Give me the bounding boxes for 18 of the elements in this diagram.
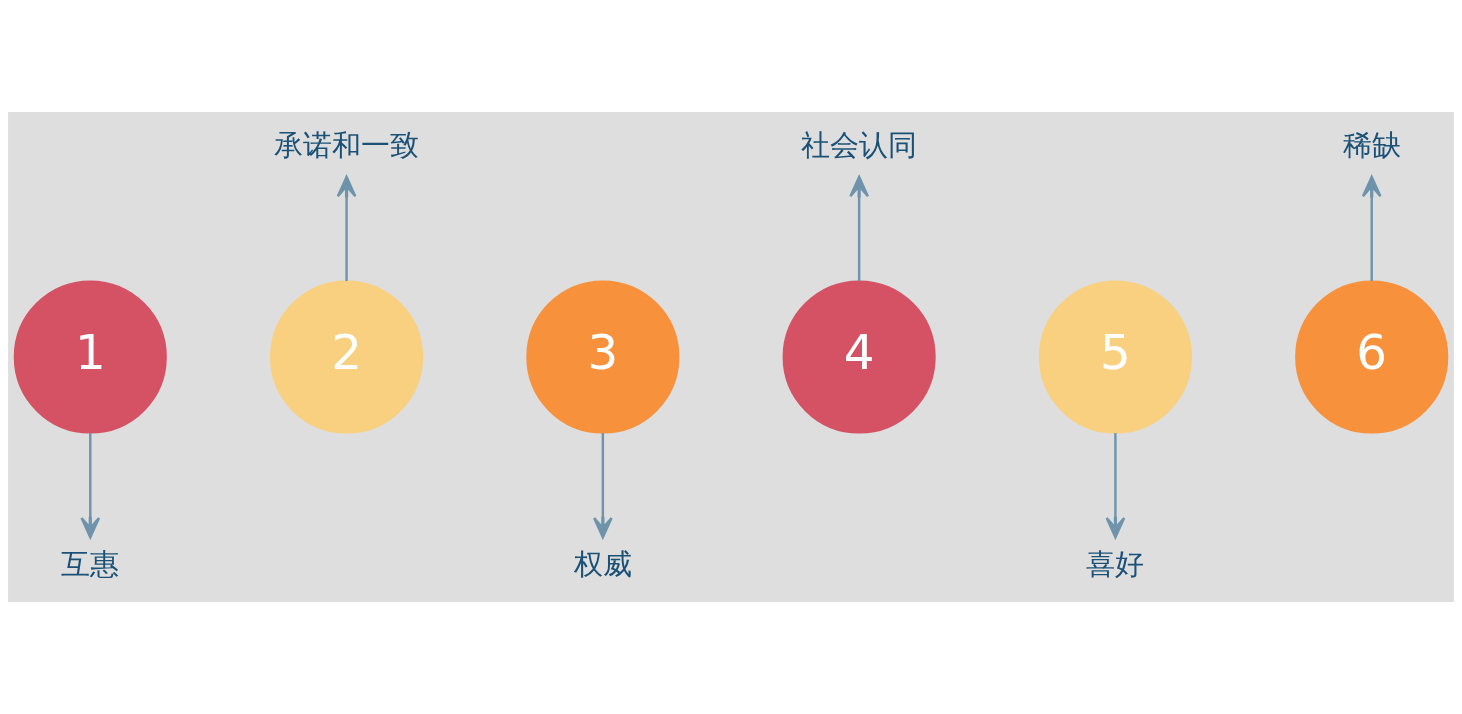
node-circle: 3 — [526, 280, 680, 434]
node-circle: 6 — [1295, 280, 1449, 434]
node-text: 喜好 — [1086, 546, 1145, 581]
node-circle: 5 — [1038, 280, 1192, 434]
node-circle: 1 — [13, 280, 167, 434]
arrow — [80, 433, 101, 539]
arrow — [1361, 175, 1382, 282]
node-text: 互惠 — [61, 546, 120, 581]
node-circle: 4 — [782, 280, 936, 434]
arrow — [336, 175, 357, 282]
node-text: 承诺和一致 — [274, 127, 420, 162]
node-text: 稀缺 — [1342, 127, 1401, 162]
arrow — [1105, 433, 1126, 539]
node-text: 社会认同 — [801, 127, 918, 162]
node-circle: 2 — [270, 280, 424, 434]
arrow — [592, 433, 613, 539]
node-text: 权威 — [573, 546, 632, 581]
arrow — [849, 175, 870, 282]
